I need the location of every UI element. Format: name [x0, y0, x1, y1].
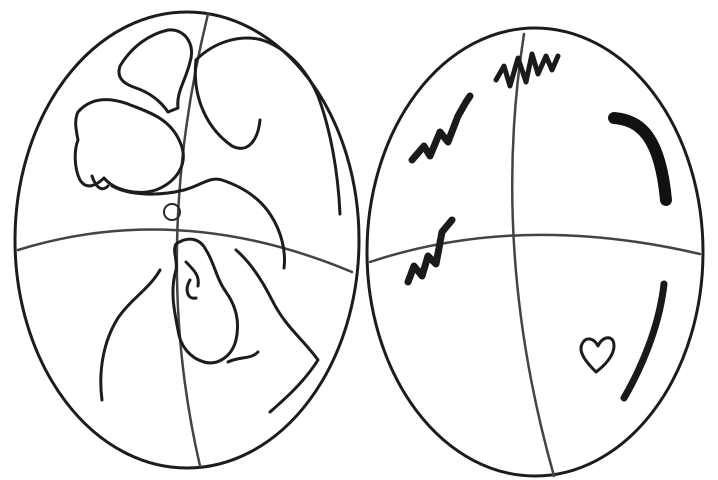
left-globe-coastline-southwest — [101, 270, 160, 400]
right-globe-outline — [367, 28, 703, 476]
left-globe-landmass-middle — [112, 179, 284, 268]
right-globe-zigzag-top — [496, 54, 558, 86]
left-globe-coastline-east — [196, 38, 340, 214]
left-globe-landmass-south — [173, 239, 238, 363]
left-globe-landmass-south-detail — [186, 262, 198, 298]
right-globe — [367, 28, 703, 476]
right-globe-meridian — [512, 34, 554, 476]
right-globe-zigzag-equator — [408, 220, 452, 282]
left-globe-equator — [18, 230, 352, 272]
right-globe-zigzag-west — [412, 96, 470, 160]
left-globe-coast-inner — [195, 60, 260, 148]
right-globe-thick-arc-lower — [624, 284, 664, 398]
left-globe-landmass-north — [119, 30, 192, 112]
left-globe-coastline-southeast — [236, 250, 318, 412]
right-globe-equator — [370, 235, 700, 262]
left-globe — [15, 12, 359, 468]
heart-icon — [581, 338, 614, 372]
left-globe-coast-fragment — [228, 352, 258, 362]
right-globe-thick-arc-upper — [614, 118, 666, 200]
